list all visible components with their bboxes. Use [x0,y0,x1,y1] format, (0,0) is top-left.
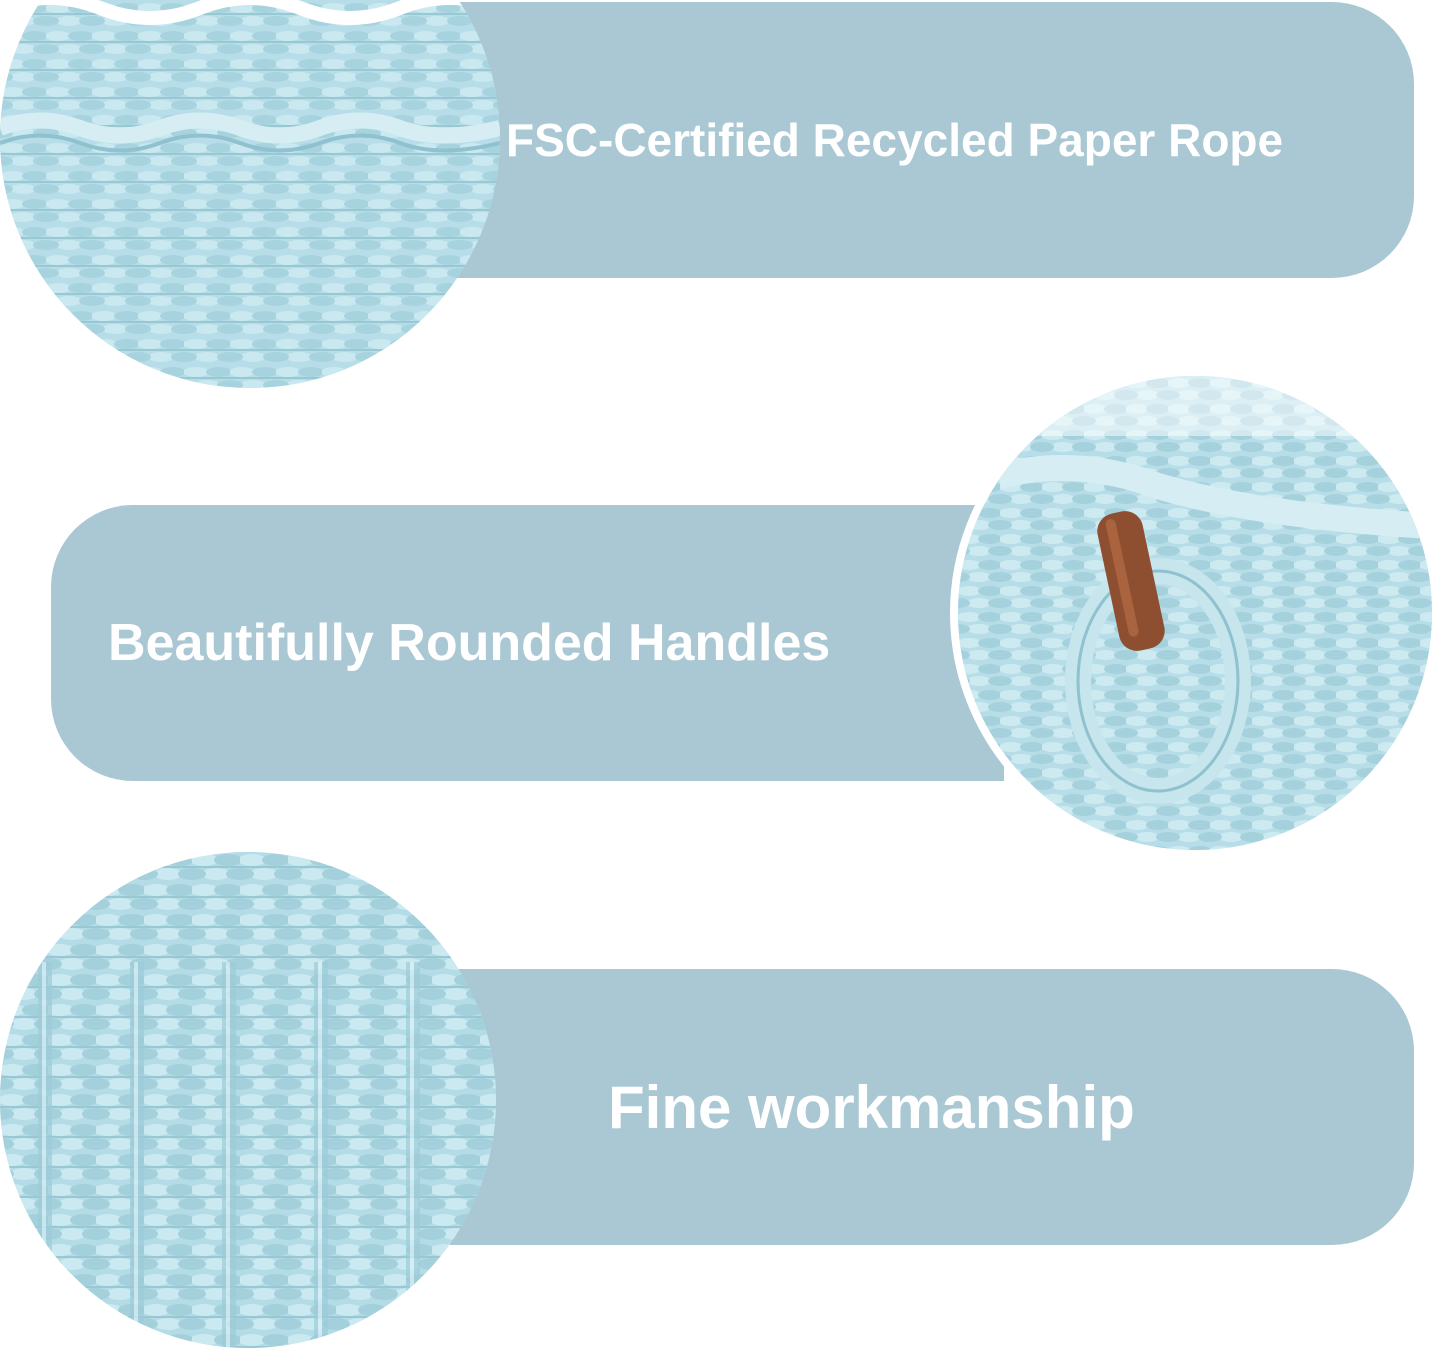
feature-banner-3: Fine workmanship [450,969,1414,1245]
rope-handle-illustration [958,376,1432,850]
feature-banner-1: FSC-Certified Recycled Paper Rope [450,2,1414,278]
rope-handle-photo [950,368,1440,858]
rope-rim-photo [0,0,500,388]
woven-texture-illustration [0,852,496,1348]
rope-texture-photo [0,852,496,1348]
woven-rope-illustration [0,0,500,388]
feature-label-1: FSC-Certified Recycled Paper Rope [506,114,1284,166]
feature-label-3: Fine workmanship [608,1073,1135,1141]
feature-label-2: Beautifully Rounded Handles [108,614,831,672]
feature-banner-2: Beautifully Rounded Handles [51,505,1004,781]
